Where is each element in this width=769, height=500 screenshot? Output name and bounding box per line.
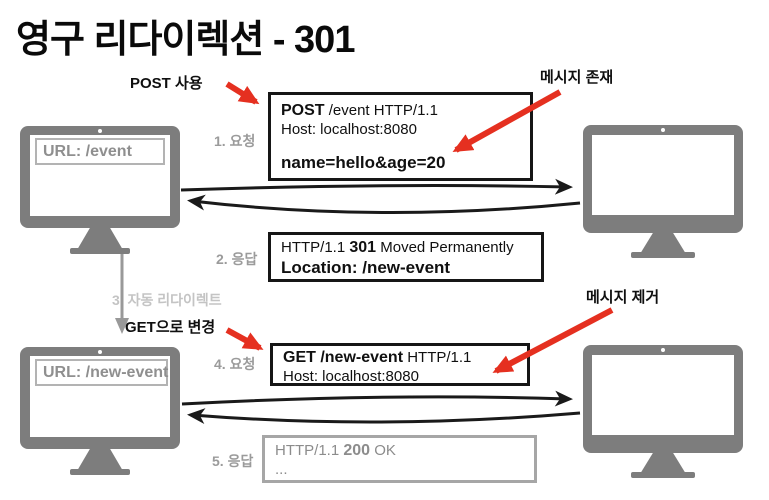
step-4-request: 4. 요청 <box>214 356 256 372</box>
annotation-message-removed: 메시지 제거 <box>586 289 660 306</box>
monitor-stand <box>77 228 123 250</box>
request2-box: GET /new-event HTTP/1.1 Host: localhost:… <box>270 343 530 386</box>
response2-status-line: HTTP/1.1 200 OK <box>275 441 524 460</box>
request1-host: Host: localhost:8080 <box>281 121 417 138</box>
response2-status: 200 <box>343 442 371 459</box>
response1-status-line: HTTP/1.1 301 Moved Permanently <box>281 238 531 257</box>
response1-box: HTTP/1.1 301 Moved Permanently Location:… <box>268 232 544 282</box>
response1-status: 301 <box>349 239 377 256</box>
step-2-response: 2. 응답 <box>216 251 258 267</box>
monitor-screen <box>592 355 734 435</box>
url-text: URL: /event <box>43 142 132 160</box>
request2-target: HTTP/1.1 <box>403 349 472 366</box>
annotation-post-used: POST 사용 <box>130 75 203 92</box>
camera-dot-icon <box>98 129 102 133</box>
monitor-screen: URL: /new-event <box>30 356 170 437</box>
request1-target: /event HTTP/1.1 <box>324 102 438 119</box>
request-arrow-top <box>180 178 573 195</box>
response-arrow-top <box>187 194 581 214</box>
changed-to-get-arrow <box>225 327 264 351</box>
step-1-request: 1. 요청 <box>214 133 256 149</box>
monitor-frame <box>583 125 743 233</box>
request1-start-line: POST /event HTTP/1.1 <box>281 101 520 120</box>
request1-body: name=hello&age=20 <box>281 153 446 172</box>
camera-dot-icon <box>661 128 665 132</box>
monitor-frame: URL: /new-event <box>20 347 180 449</box>
camera-dot-icon <box>661 348 665 352</box>
monitor-screen <box>592 135 734 215</box>
response2-reason: OK <box>370 442 396 459</box>
annotation-message-exists: 메시지 존재 <box>540 69 614 86</box>
monitor-stand <box>640 233 686 254</box>
monitor-frame <box>583 345 743 453</box>
monitor-base <box>631 252 695 258</box>
request1-method: POST <box>281 102 325 119</box>
request2-host: Host: localhost:8080 <box>283 368 419 385</box>
response2-version: HTTP/1.1 <box>275 442 344 459</box>
monitor-frame: URL: /event <box>20 126 180 228</box>
step-5-response: 5. 응답 <box>212 453 254 469</box>
monitor-base <box>70 469 130 475</box>
browser-address-bar: URL: /new-event <box>35 359 168 386</box>
browser-address-bar: URL: /event <box>35 138 165 165</box>
page-title: 영구 리다이렉션 - 301 <box>16 19 355 61</box>
camera-dot-icon <box>98 350 102 354</box>
monitor-stand <box>640 453 686 474</box>
monitor-base <box>70 248 130 254</box>
monitor-stand <box>77 449 123 471</box>
monitor-screen: URL: /event <box>30 135 170 216</box>
response1-version: HTTP/1.1 <box>281 239 350 256</box>
request2-start-line: GET /new-event HTTP/1.1 <box>283 348 517 367</box>
response1-location: Location: /new-event <box>281 258 451 277</box>
step-3-auto-redirect: 3. 자동 리다이렉트 <box>112 292 222 308</box>
monitor-base <box>631 472 695 478</box>
blank-line <box>281 139 520 153</box>
response1-reason: Moved Permanently <box>376 239 514 256</box>
response2-box: HTTP/1.1 200 OK ... <box>262 435 537 483</box>
annotation-changed-to-get: GET으로 변경 <box>125 319 216 336</box>
post-used-arrow <box>225 81 260 105</box>
url-text: URL: /new-event <box>43 363 169 381</box>
response2-body: ... <box>275 461 288 478</box>
request-arrow-bottom <box>181 390 573 407</box>
request1-box: POST /event HTTP/1.1 Host: localhost:808… <box>268 92 533 181</box>
request2-method: GET /new-event <box>283 349 404 366</box>
response-arrow-bottom <box>187 408 581 425</box>
